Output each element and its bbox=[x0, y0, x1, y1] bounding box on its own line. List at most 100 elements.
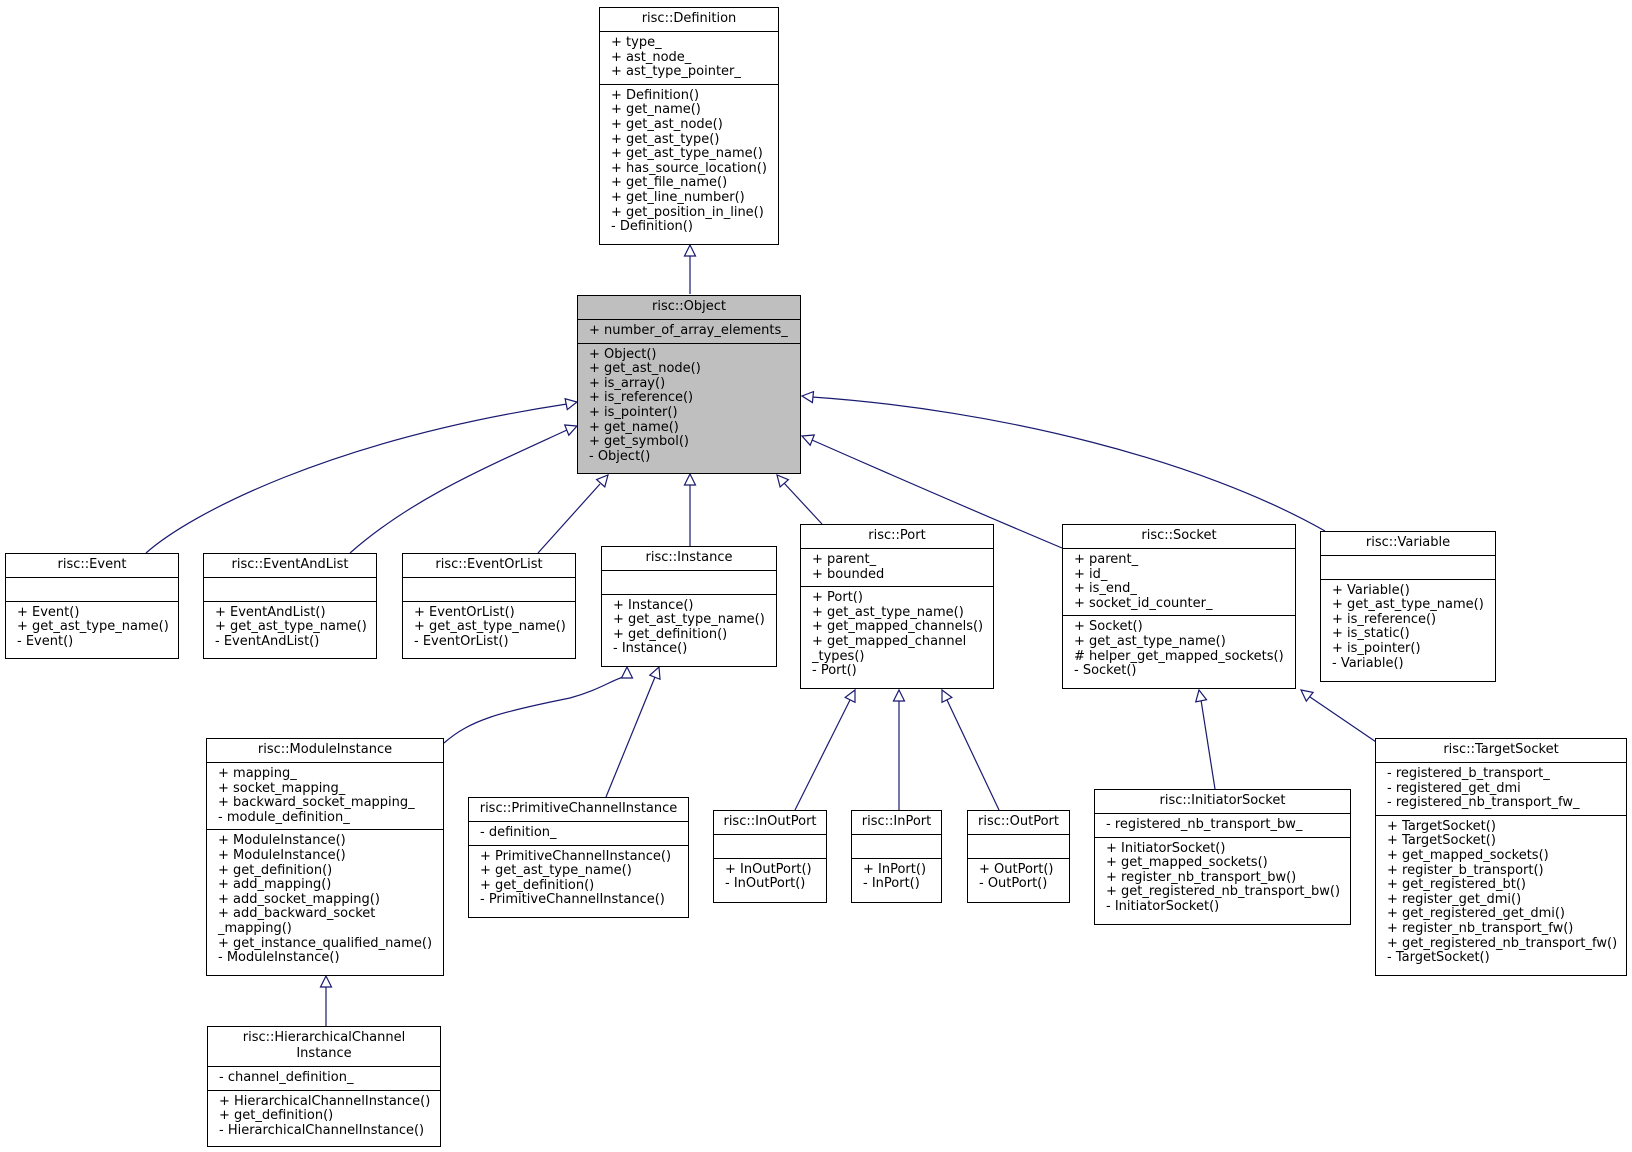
method: + ModuleInstance() bbox=[218, 833, 346, 849]
method: - HierarchicalChannelInstance() bbox=[219, 1122, 425, 1138]
method: + get_mapped_channel bbox=[812, 633, 967, 649]
class-risc-instance[interactable]: risc::Instance+ Instance()+ get_ast_type… bbox=[601, 546, 777, 667]
class-methods: + PrimitiveChannelInstance()+ get_ast_ty… bbox=[469, 846, 688, 912]
method: + InPort() bbox=[863, 861, 927, 877]
class-title: risc::InitiatorSocket bbox=[1095, 790, 1350, 814]
class-title: risc::Event bbox=[6, 554, 178, 578]
class-risc-event[interactable]: risc::Event+ Event()+ get_ast_type_name(… bbox=[5, 553, 179, 659]
class-risc-definition[interactable]: risc::Definition+ type_+ ast_node_+ ast_… bbox=[599, 7, 779, 245]
class-methods: + Object()+ get_ast_node()+ is_array()+ … bbox=[578, 344, 800, 469]
inheritance-edge bbox=[537, 483, 601, 554]
class-attributes: - definition_ bbox=[469, 822, 688, 846]
inheritance-edge bbox=[794, 699, 851, 811]
method: + get_ast_type_name() bbox=[414, 619, 566, 635]
method: + get_ast_type_name() bbox=[613, 612, 765, 628]
method: + has_source_location() bbox=[611, 160, 767, 176]
attribute: - module_definition_ bbox=[218, 809, 350, 825]
inheritance-arrowhead bbox=[800, 390, 815, 404]
class-title: risc::EventOrList bbox=[403, 554, 575, 578]
method: + EventOrList() bbox=[414, 604, 515, 620]
class-risc-variable[interactable]: risc::Variable+ Variable()+ get_ast_type… bbox=[1320, 531, 1496, 682]
class-risc-initiatorsocket[interactable]: risc::InitiatorSocket- registered_nb_tra… bbox=[1094, 789, 1351, 925]
class-risc-port[interactable]: risc::Port+ parent_+ bounded+ Port()+ ge… bbox=[800, 524, 994, 689]
inheritance-edge bbox=[1309, 696, 1383, 747]
inheritance-edge bbox=[811, 396, 1326, 532]
class-risc-eventandlist[interactable]: risc::EventAndList+ EventAndList()+ get_… bbox=[203, 553, 377, 659]
class-title-line: risc::Object bbox=[652, 299, 726, 314]
attribute: + parent_ bbox=[1074, 552, 1139, 567]
class-risc-object[interactable]: risc::Object+ number_of_array_elements_+… bbox=[577, 295, 801, 474]
class-risc-primitivechannelinstance[interactable]: risc::PrimitiveChannelInstance- definiti… bbox=[468, 797, 689, 918]
attribute: + backward_socket_mapping_ bbox=[218, 795, 415, 811]
method: + InOutPort() bbox=[725, 861, 812, 877]
method: - Variable() bbox=[1332, 655, 1404, 671]
class-title-line: risc::TargetSocket bbox=[1443, 742, 1559, 757]
class-title-line: risc::ModuleInstance bbox=[257, 742, 393, 757]
class-risc-eventorlist[interactable]: risc::EventOrList+ EventOrList()+ get_as… bbox=[402, 553, 576, 659]
class-methods: + Variable()+ get_ast_type_name()+ is_re… bbox=[1321, 580, 1495, 676]
method: - Port() bbox=[812, 663, 857, 679]
method: + PrimitiveChannelInstance() bbox=[480, 848, 672, 864]
class-title-line: risc::HierarchicalChannel bbox=[242, 1030, 406, 1045]
attribute: + socket_id_counter_ bbox=[1074, 595, 1213, 611]
method: + get_ast_type() bbox=[611, 131, 720, 147]
class-attributes bbox=[968, 835, 1069, 859]
inheritance-edge bbox=[145, 403, 568, 554]
class-title: risc::Port bbox=[801, 525, 993, 549]
inheritance-arrowhead bbox=[844, 688, 856, 704]
class-title: risc::InPort bbox=[852, 811, 941, 835]
attribute: + parent_ bbox=[812, 552, 877, 567]
class-risc-moduleinstance[interactable]: risc::ModuleInstance+ mapping_+ socket_m… bbox=[206, 738, 444, 976]
class-attributes: + parent_+ id_+ is_end_+ socket_id_count… bbox=[1063, 549, 1295, 617]
method: + get_definition() bbox=[613, 626, 728, 642]
class-title: risc::Definition bbox=[600, 8, 778, 32]
class-methods: + HierarchicalChannelInstance()+ get_def… bbox=[208, 1091, 440, 1143]
method: + get_ast_node() bbox=[589, 361, 701, 377]
method: + register_nb_transport_fw() bbox=[1387, 920, 1574, 936]
inheritance-arrowhead bbox=[1194, 688, 1208, 703]
class-methods: + EventOrList()+ get_ast_type_name()- Ev… bbox=[403, 602, 575, 654]
inheritance-edge bbox=[443, 675, 628, 744]
method: + Definition() bbox=[611, 87, 700, 103]
class-title-line: risc::InOutPort bbox=[723, 814, 817, 829]
class-risc-targetsocket[interactable]: risc::TargetSocket- registered_b_transpo… bbox=[1375, 738, 1627, 976]
class-methods: + InitiatorSocket()+ get_mapped_sockets(… bbox=[1095, 838, 1350, 919]
class-title: risc::Variable bbox=[1321, 532, 1495, 556]
inheritance-arrowhead bbox=[563, 424, 579, 437]
class-risc-outport[interactable]: risc::OutPort+ OutPort()- OutPort() bbox=[967, 810, 1070, 903]
class-title-line: risc::PrimitiveChannelInstance bbox=[479, 801, 678, 816]
method: + TargetSocket() bbox=[1387, 818, 1496, 834]
class-title-line: risc::InitiatorSocket bbox=[1159, 793, 1286, 808]
class-attributes: + number_of_array_elements_ bbox=[578, 320, 800, 344]
class-methods: + InPort()- InPort() bbox=[852, 859, 941, 896]
method: + OutPort() bbox=[979, 861, 1054, 877]
method: - InOutPort() bbox=[725, 876, 806, 892]
method: + get_file_name() bbox=[611, 175, 728, 191]
class-risc-socket[interactable]: risc::Socket+ parent_+ id_+ is_end_+ soc… bbox=[1062, 524, 1296, 689]
class-title-line: risc::InPort bbox=[861, 814, 932, 829]
inheritance-edge bbox=[783, 482, 823, 525]
method: + get_mapped_sockets() bbox=[1106, 855, 1268, 871]
method: + get_ast_type_name() bbox=[1332, 597, 1484, 613]
method: + TargetSocket() bbox=[1387, 833, 1496, 849]
class-attributes bbox=[714, 835, 826, 859]
method: + get_name() bbox=[611, 102, 701, 118]
inheritance-arrowhead bbox=[319, 974, 333, 988]
method: + get_ast_node() bbox=[611, 116, 723, 132]
method: + add_socket_mapping() bbox=[218, 891, 380, 907]
class-title: risc::OutPort bbox=[968, 811, 1069, 835]
method: + get_symbol() bbox=[589, 434, 689, 450]
method: + ModuleInstance() bbox=[218, 847, 346, 863]
class-attributes: - channel_definition_ bbox=[208, 1067, 440, 1091]
class-risc-inport[interactable]: risc::InPort+ InPort()- InPort() bbox=[851, 810, 942, 903]
class-attributes: - registered_nb_transport_bw_ bbox=[1095, 814, 1350, 838]
class-attributes bbox=[6, 578, 178, 602]
class-risc-inoutport[interactable]: risc::InOutPort+ InOutPort()- InOutPort(… bbox=[713, 810, 827, 903]
method: + get_ast_type_name() bbox=[17, 619, 169, 635]
method: - TargetSocket() bbox=[1387, 950, 1490, 966]
attribute: - registered_nb_transport_bw_ bbox=[1106, 817, 1303, 832]
class-title-line: risc::EventAndList bbox=[231, 557, 349, 572]
method: + HierarchicalChannelInstance() bbox=[219, 1093, 431, 1109]
